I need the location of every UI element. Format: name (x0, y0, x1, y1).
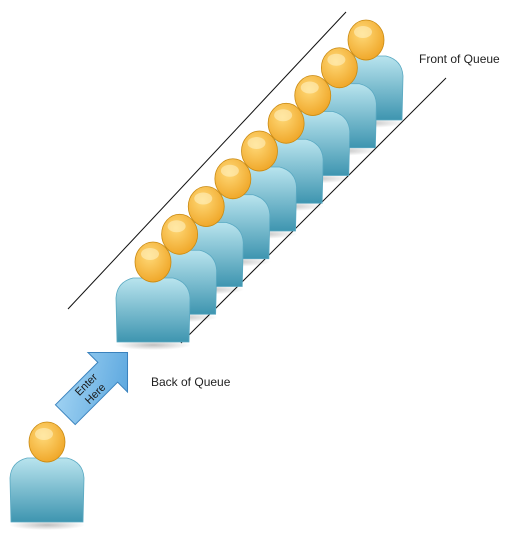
front-of-queue-label: Front of Queue (419, 52, 500, 66)
queue-upper-boundary-line (67, 11, 347, 310)
back-of-queue-label: Back of Queue (151, 375, 231, 389)
person-icon (9, 421, 85, 530)
person-icon (115, 241, 191, 350)
enter-arrow-icon: Enter Here (54, 351, 129, 426)
